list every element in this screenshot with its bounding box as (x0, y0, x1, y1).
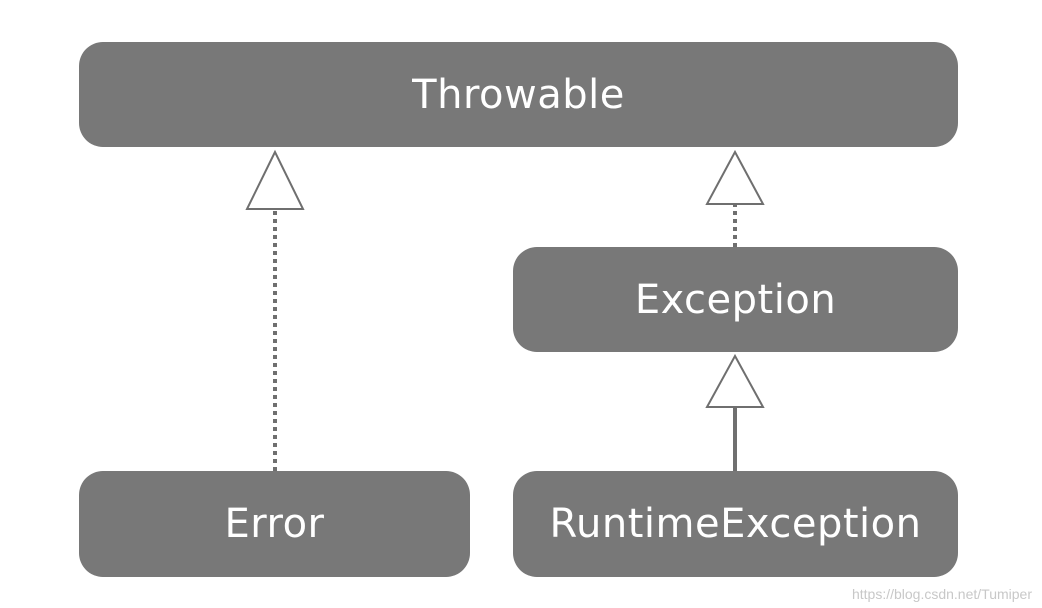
node-label: Exception (634, 276, 837, 323)
node-runtime-exception: RuntimeException (513, 471, 958, 577)
node-error: Error (79, 471, 470, 577)
hollow-triangle-arrow (245, 149, 305, 210)
hollow-triangle-arrow (705, 149, 765, 205)
node-label: Throwable (412, 71, 625, 118)
node-exception: Exception (513, 247, 958, 352)
edge-exception-to-throwable (705, 149, 765, 247)
watermark-text: https://blog.csdn.net/Tumiper (851, 586, 1032, 602)
edge-runtime-exception-to-exception (705, 353, 765, 471)
edge-error-to-throwable (245, 149, 305, 471)
node-throwable: Throwable (79, 42, 958, 147)
node-label: RuntimeException (549, 501, 922, 547)
node-label: Error (224, 501, 325, 547)
hollow-triangle-arrow (705, 353, 765, 408)
